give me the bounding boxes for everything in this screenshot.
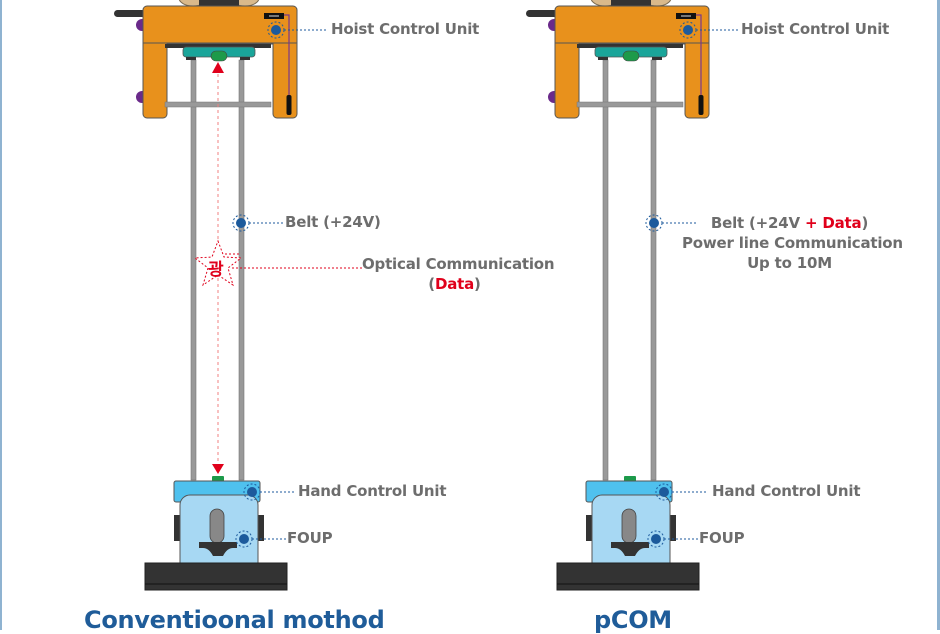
paren-open: ( <box>428 275 435 293</box>
label-foup-right: FOUP <box>699 529 745 547</box>
right-belt-1 <box>602 59 609 481</box>
label-hand-control-unit-left: Hand Control Unit <box>298 482 447 500</box>
frame-border-left <box>0 0 2 630</box>
left-hoist-system <box>113 0 362 591</box>
left-belt-2 <box>238 59 245 481</box>
label-hoist-control-unit-right: Hoist Control Unit <box>741 20 890 38</box>
label-hoist-control-unit-left: Hoist Control Unit <box>331 20 480 38</box>
speed-line: Up to 10M <box>747 254 832 272</box>
left-hand-foup <box>144 480 288 591</box>
right-belt-2 <box>650 59 657 481</box>
paren-close: ) <box>474 275 481 293</box>
belt-data-text: + Data <box>804 214 862 232</box>
belt-line: Belt (+24V + Data) <box>682 213 897 233</box>
optical-data-text: Data <box>434 275 475 293</box>
right-hand-foup <box>556 480 700 591</box>
label-optical-communication: Optical Communication (Data) <box>362 254 555 294</box>
belt-suffix: ) <box>861 214 869 232</box>
title-conventional-method: Conventioonal mothod <box>84 606 385 634</box>
belt-prefix: Belt (+24V <box>710 214 805 232</box>
optical-marker-label: 광 <box>208 260 224 280</box>
right-hoist-control-unit <box>525 0 710 119</box>
left-hoist-control-unit <box>113 0 298 119</box>
title-pcom: pCOM <box>594 606 672 634</box>
label-foup-left: FOUP <box>287 529 333 547</box>
label-belt-left: Belt (+24V) <box>285 213 381 231</box>
right-hoist-system <box>525 0 740 591</box>
star-icon <box>193 239 243 287</box>
optical-line2: (Data) <box>362 274 547 294</box>
plc-line: Power line Communication <box>682 234 903 252</box>
optical-line1: Optical Communication <box>362 255 555 273</box>
left-belt-1 <box>190 59 197 481</box>
arrow-down-icon <box>212 464 224 474</box>
label-belt-plc: Belt (+24V + Data) Power line Communicat… <box>682 213 903 273</box>
label-hand-control-unit-right: Hand Control Unit <box>712 482 861 500</box>
frame-border-right <box>937 0 940 630</box>
arrow-up-icon <box>212 62 224 73</box>
